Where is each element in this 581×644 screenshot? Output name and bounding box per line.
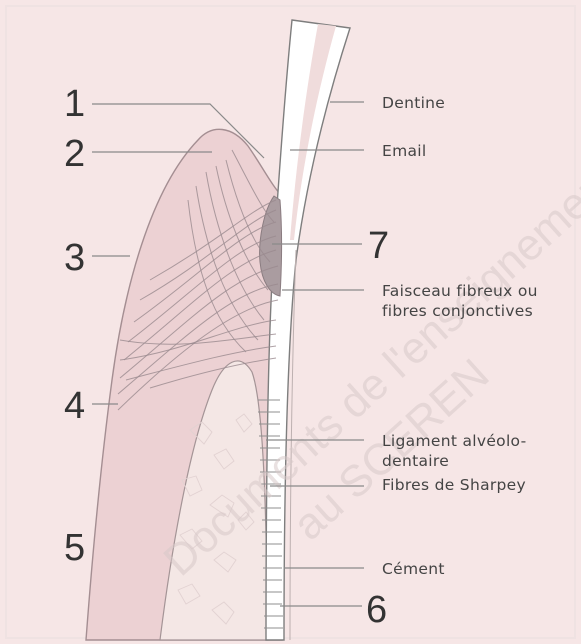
label-ligament-line1: Ligament alvéolo-	[382, 432, 527, 450]
number-4: 4	[64, 385, 85, 427]
label-ligament-line2: dentaire	[382, 452, 449, 470]
number-3: 3	[64, 237, 85, 279]
label-faisceau-line1: Faisceau fibreux ou	[382, 282, 538, 300]
label-faisceau-line2: fibres conjonctives	[382, 302, 533, 320]
label-cement: Cément	[382, 560, 445, 578]
number-5: 5	[64, 527, 85, 569]
label-email: Email	[382, 142, 427, 160]
number-1: 1	[64, 83, 85, 125]
number-7: 7	[368, 225, 389, 267]
label-dentine: Dentine	[382, 94, 445, 112]
number-2: 2	[64, 133, 85, 175]
number-6: 6	[366, 589, 387, 631]
label-sharpey: Fibres de Sharpey	[382, 476, 526, 494]
